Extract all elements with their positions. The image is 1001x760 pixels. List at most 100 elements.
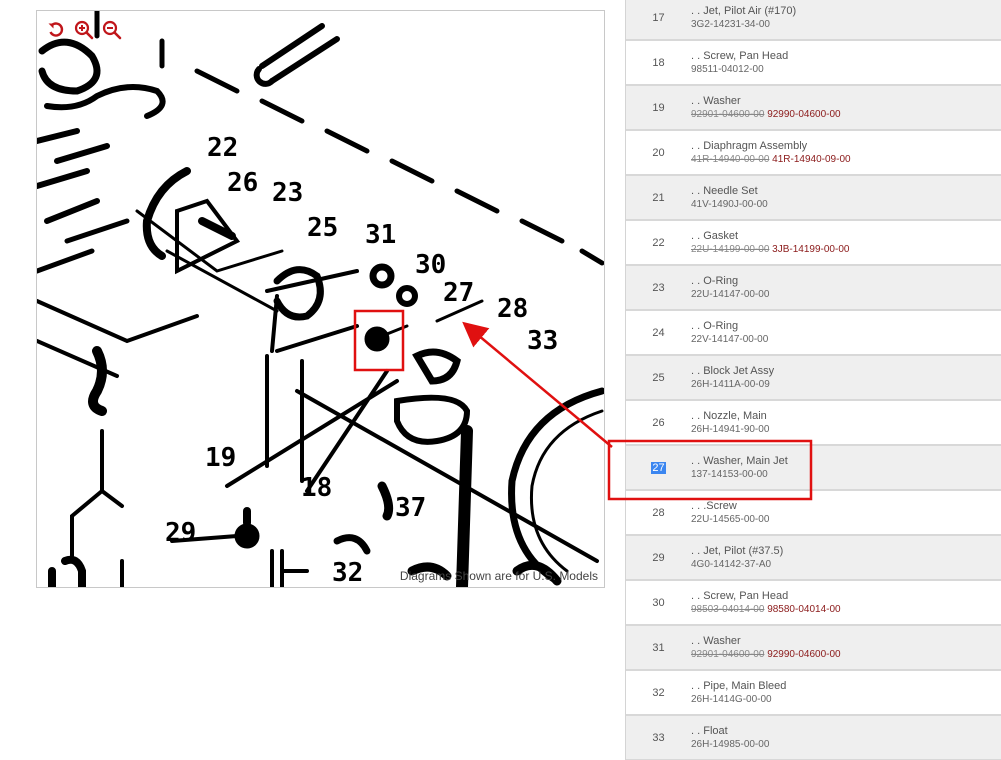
current-part-number: 41V-1490J-00-00: [691, 199, 768, 210]
ref-number-text: 24: [652, 326, 665, 339]
part-description: . . Screw, Pan Head: [691, 590, 789, 602]
ref-number-text: 21: [652, 191, 665, 204]
ref-number: 32: [626, 687, 691, 699]
superseded-part-number: 92901-04600-00: [691, 109, 765, 120]
current-part-number: 3G2-14231-34-00: [691, 19, 770, 30]
ref-number: 19: [626, 102, 691, 114]
ref-number: 21: [626, 192, 691, 204]
parts-list-table: 17. . Jet, Pilot Air (#170)3G2-14231-34-…: [625, 0, 1001, 760]
callout-27: 27: [443, 278, 474, 308]
zoom-in-button[interactable]: [73, 19, 95, 41]
ref-number-text: 19: [652, 101, 665, 114]
part-number: 41R-14940-00-00 41R-14940-09-00: [691, 153, 1001, 167]
current-part-number: 4G0-14142-37-A0: [691, 559, 772, 570]
ref-number: 23: [626, 282, 691, 294]
ref-number: 18: [626, 57, 691, 69]
part-info: . . Washer 92901-04600-00 92990-04600-00: [691, 633, 1001, 662]
replacement-part-number[interactable]: 92990-04600-00: [767, 109, 841, 120]
part-number: 41V-1490J-00-00: [691, 198, 1001, 212]
exploded-diagram-panel[interactable]: 22 26 23 25 31 30 27 28 33 19 18 29 37 3…: [36, 10, 605, 588]
ref-number-text: 29: [652, 551, 665, 564]
part-number: 92901-04600-00 92990-04600-00: [691, 108, 1001, 122]
part-description: . . Washer: [691, 635, 741, 647]
table-row[interactable]: 24 . . O-Ring 22V-14147-00-00: [626, 311, 1001, 356]
ref-number: 33: [626, 732, 691, 744]
callout-22: 22: [207, 133, 238, 163]
ref-number: 27: [626, 461, 691, 474]
part-number: 26H-14941-90-00: [691, 423, 1001, 437]
part-description: . . Diaphragm Assembly: [691, 140, 808, 152]
ref-number-text: 27: [651, 461, 666, 474]
ref-number-text: 20: [652, 146, 665, 159]
part-number: 22V-14147-00-00: [691, 333, 1001, 347]
callout-18: 18: [301, 473, 332, 503]
current-part-number: 22V-14147-00-00: [691, 334, 769, 345]
zoom-out-icon: [102, 20, 122, 40]
table-row[interactable]: 17. . Jet, Pilot Air (#170)3G2-14231-34-…: [626, 0, 1001, 41]
ref-number: 22: [626, 237, 691, 249]
callout-26: 26: [227, 168, 258, 198]
part-number: 26H-1411A-00-09: [691, 378, 1001, 392]
part-description: . . O-Ring: [691, 320, 739, 332]
callout-28: 28: [497, 294, 528, 324]
part-number: 26H-1414G-00-00: [691, 693, 1001, 707]
ref-number: 20: [626, 147, 691, 159]
zoom-in-icon: [74, 20, 94, 40]
superseded-part-number: 98503-04014-00: [691, 604, 765, 615]
current-part-number: 22U-14147-00-00: [691, 289, 770, 300]
table-row[interactable]: 29 . . Jet, Pilot (#37.5) 4G0-14142-37-A0: [626, 536, 1001, 581]
superseded-part-number: 22U-14199-00-00: [691, 244, 770, 255]
part-number: 98503-04014-00 98580-04014-00: [691, 603, 1001, 617]
ref-number-text: 26: [652, 416, 665, 429]
callout-25: 25: [307, 213, 338, 243]
zoom-out-button[interactable]: [101, 19, 123, 41]
replacement-part-number[interactable]: 98580-04014-00: [767, 604, 841, 615]
ref-number-text: 33: [652, 731, 665, 744]
part-number: 22U-14565-00-00: [691, 513, 1001, 527]
callout-33: 33: [527, 326, 558, 356]
part-info: . . Needle Set 41V-1490J-00-00: [691, 183, 1001, 212]
part-description: . . Jet, Pilot (#37.5): [691, 545, 784, 557]
replacement-part-number[interactable]: 92990-04600-00: [767, 649, 841, 660]
part-number: 98511-04012-00: [691, 63, 1001, 77]
ref-number-text: 23: [652, 281, 665, 294]
table-row[interactable]: 21 . . Needle Set 41V-1490J-00-00: [626, 176, 1001, 221]
part-description: . . Needle Set: [691, 185, 758, 197]
superseded-part-number: 92901-04600-00: [691, 649, 765, 660]
table-row[interactable]: 33 . . Float 26H-14985-00-00: [626, 716, 1001, 760]
part-description: . . Float: [691, 725, 728, 737]
rotate-reset-icon: [48, 22, 64, 37]
ref-number-text: 22: [652, 236, 665, 249]
callout-32: 32: [332, 558, 363, 587]
callout-29: 29: [165, 518, 196, 548]
part-info: . . Jet, Pilot (#37.5) 4G0-14142-37-A0: [691, 543, 1001, 572]
replacement-part-number[interactable]: 41R-14940-09-00: [772, 154, 851, 165]
ref-number: 29: [626, 552, 691, 564]
current-part-number: 26H-14985-00-00: [691, 739, 770, 750]
part-number: 4G0-14142-37-A0: [691, 558, 1001, 572]
replacement-part-number[interactable]: 3JB-14199-00-00: [772, 244, 850, 255]
reset-rotate-button[interactable]: [45, 19, 67, 41]
part-number: 22U-14147-00-00: [691, 288, 1001, 302]
part-description: . . Jet, Pilot Air (#170): [691, 5, 797, 17]
exploded-parts-diagram[interactable]: 22 26 23 25 31 30 27 28 33 19 18 29 37 3…: [37, 11, 604, 587]
